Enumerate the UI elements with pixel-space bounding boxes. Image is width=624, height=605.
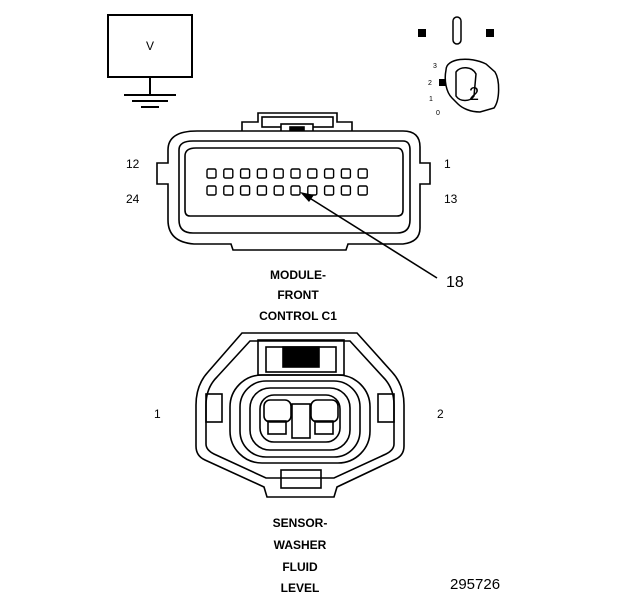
voltmeter-label: V bbox=[146, 39, 154, 53]
c1-pin-13 bbox=[323, 185, 335, 196]
c1-name-line-1: MODULE- bbox=[270, 268, 326, 282]
probe-tick-2: 2 bbox=[428, 80, 432, 87]
c1-pin-19 bbox=[223, 185, 234, 196]
pin-18-callout-label: 18 bbox=[446, 274, 464, 291]
voltmeter-symbol: V bbox=[107, 14, 193, 78]
c1-name-line-3: CONTROL C1 bbox=[259, 309, 337, 323]
probe-tick-0: 0 bbox=[436, 110, 440, 117]
c1-pin-9 bbox=[223, 168, 234, 179]
c1-pin-8 bbox=[239, 168, 251, 179]
sensor-name-line-3: FLUID bbox=[282, 560, 318, 574]
connector-c1-housing bbox=[156, 112, 431, 251]
c1-pin-11 bbox=[357, 185, 368, 196]
figure-number: 295726 bbox=[450, 576, 500, 593]
c1-name-line-2: FRONT bbox=[277, 288, 319, 302]
c1-pin-label-12: 12 bbox=[126, 157, 140, 171]
c1-pin-14 bbox=[307, 185, 318, 196]
c1-pin-10 bbox=[206, 168, 217, 179]
connector-c1-pins bbox=[206, 168, 368, 196]
c1-pin-5 bbox=[290, 168, 301, 179]
c1-pin-label-24: 24 bbox=[126, 192, 140, 206]
sensor-pin-label-1: 1 bbox=[154, 407, 161, 421]
c1-pin-12 bbox=[340, 185, 352, 196]
sensor-name-line-4: LEVEL bbox=[281, 581, 320, 595]
c1-pin-16 bbox=[273, 185, 284, 196]
c1-pin-6 bbox=[273, 168, 284, 179]
c1-pin-7 bbox=[256, 168, 268, 179]
probe-tick-1: 1 bbox=[429, 96, 433, 103]
sensor-connector-housing bbox=[195, 332, 405, 498]
c1-pin-label-1: 1 bbox=[444, 157, 451, 171]
probe-number: 2 bbox=[469, 84, 479, 104]
c1-pin-4 bbox=[307, 168, 318, 179]
terminal-probe-icon bbox=[418, 16, 500, 113]
ground-icon bbox=[124, 77, 176, 108]
c1-pin-15 bbox=[290, 185, 301, 196]
c1-pin-label-13: 13 bbox=[444, 192, 458, 206]
sensor-name-line-1: SENSOR- bbox=[273, 516, 328, 530]
probe-tick-3: 3 bbox=[433, 63, 437, 70]
c1-pin-18 bbox=[239, 185, 251, 196]
c1-pin-3 bbox=[323, 168, 335, 179]
c1-pin-17 bbox=[256, 185, 268, 196]
c1-pin-1 bbox=[357, 168, 368, 179]
c1-pin-2 bbox=[340, 168, 352, 179]
pin-18-callout-arrow bbox=[300, 192, 438, 279]
sensor-pin-label-2: 2 bbox=[437, 407, 444, 421]
c1-pin-20 bbox=[206, 185, 217, 196]
sensor-name-line-2: WASHER bbox=[274, 538, 327, 552]
